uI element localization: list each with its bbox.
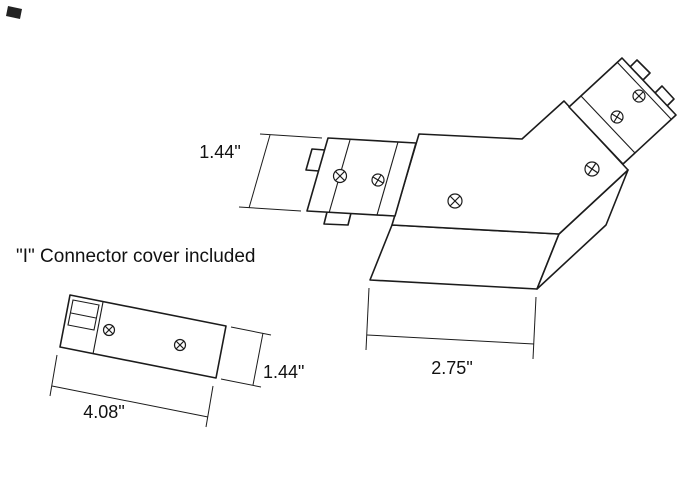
extension-line [205,385,214,428]
dim-stub-height: 1.44" [199,133,323,212]
extension-line [532,296,537,360]
body-front-face [369,224,560,290]
extension-line [259,133,323,139]
screw-cross-icon [332,168,348,184]
corner-mark [6,6,22,19]
cover-part [59,294,227,379]
stub-seam-line [580,95,636,154]
dimension-label: 4.08" [83,402,124,422]
screw-cross-icon [102,323,116,337]
stub-seam-line [376,141,399,216]
dimension-label: 2.75" [431,358,472,378]
dim-body-length: 2.75" [365,287,537,378]
top-stub-body [568,57,677,165]
screw-cross-icon [447,193,463,209]
screw-cross-icon [173,338,187,352]
top-connector-stub [568,57,677,165]
cover-note-label: "I" Connector cover included [16,246,256,267]
dimension-line [51,385,209,418]
extension-line [238,206,302,212]
dimension-line [252,332,264,386]
extension-line [49,354,58,397]
stub-tip-line [616,61,672,120]
dimension-label: 1.44" [199,142,240,162]
extension-line [220,378,262,388]
screw-cross-icon [632,89,646,103]
l-connector-body [369,100,629,290]
left-connector-stub [305,137,417,226]
screw-plus-icon [584,161,600,177]
screw-plus-icon [371,173,385,187]
cover-body [59,294,227,379]
dimension-line [366,334,535,345]
dimension-label: 1.44" [263,362,304,382]
cover-collar-line [70,312,97,319]
dim-cover-length: 4.08" [49,354,214,428]
screw-plus-icon [610,110,624,124]
extension-line [230,326,272,336]
dimension-line [248,134,271,209]
cover-seam-line [92,301,104,355]
cover-end-collar [67,299,100,331]
dim-cover-height: 1.44" [220,326,304,388]
extension-line [365,287,370,351]
